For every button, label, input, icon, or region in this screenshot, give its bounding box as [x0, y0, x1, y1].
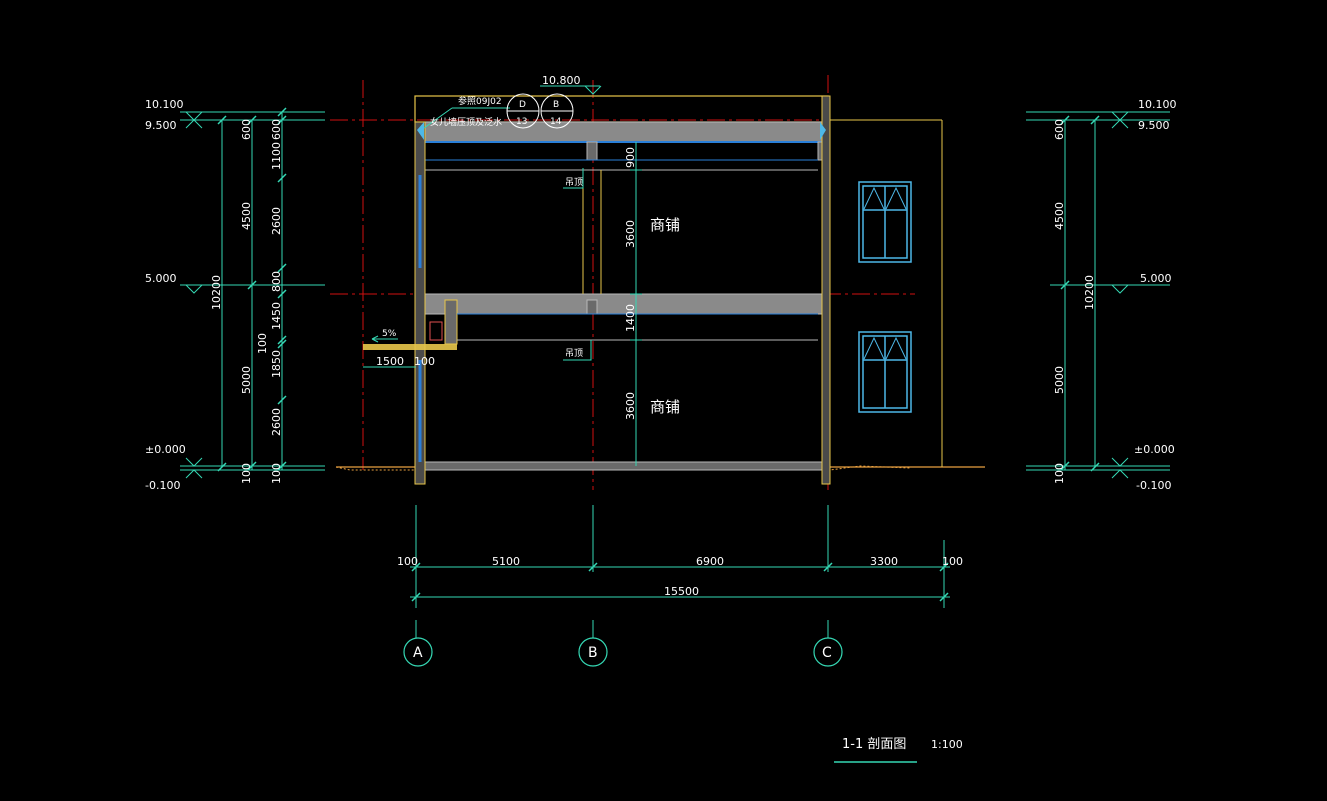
axis-bubbles [403, 637, 843, 667]
left-col2-800: 800 [270, 271, 283, 292]
canopy-annotation [363, 335, 416, 368]
axis-label-c: C [822, 645, 832, 661]
left-elev-minus-0100: -0.100 [145, 479, 180, 492]
left-col2-600: 600 [270, 119, 283, 140]
right-col1-100: 100 [1053, 463, 1066, 484]
left-col1-100: 100 [240, 463, 253, 484]
parapet-note [423, 93, 574, 129]
interior-dim-1400: 1400 [624, 304, 637, 332]
right-elev-10100: 10.100 [1138, 98, 1177, 111]
left-col2-100: 100 [270, 463, 283, 484]
axis-label-a: A [413, 645, 423, 661]
right-elevation-markers [1111, 111, 1129, 479]
canopy-offset: 100 [414, 355, 435, 368]
drawing-title: 1-1 剖面图 [842, 737, 906, 752]
left-col1-5000: 5000 [240, 366, 253, 394]
left-col2-1100: 1100 [270, 142, 283, 170]
left-dimension-lines [180, 107, 325, 472]
bottom-dim-3300: 3300 [870, 555, 898, 568]
right-col1-5000: 5000 [1053, 366, 1066, 394]
detail-a-top: D [519, 100, 526, 110]
left-elevation-markers [185, 111, 203, 479]
interior-dim-lines [563, 142, 642, 466]
right-col1-4500: 4500 [1053, 202, 1066, 230]
building-section [363, 95, 943, 485]
detail-a-bottom: 13 [516, 117, 527, 127]
ceiling-label-upper: 吊顶 [565, 177, 583, 188]
room-label-lower: 商铺 [650, 398, 680, 416]
top-elevation: 10.800 [542, 74, 581, 87]
right-col1-600: 600 [1053, 119, 1066, 140]
left-col2-2600-lower: 2600 [270, 408, 283, 436]
left-col2-2600-upper: 2600 [270, 207, 283, 235]
right-elev-5000: 5.000 [1140, 272, 1172, 285]
bottom-dim-100-right: 100 [942, 555, 963, 568]
top-elevation-marker [540, 85, 602, 95]
right-elev-9500: 9.500 [1138, 119, 1170, 132]
parapet-ref: 参照09J02 [458, 95, 502, 107]
interior-dim-3600-upper: 3600 [624, 220, 637, 248]
window-upper [858, 181, 912, 263]
bottom-dim-total: 15500 [664, 585, 699, 598]
drawing-scale: 1:100 [931, 738, 963, 751]
bottom-dimension-lines [410, 505, 950, 638]
left-col2-1850: 1850 [270, 350, 283, 378]
left-col1-600: 600 [240, 119, 253, 140]
left-elev-10100: 10.100 [145, 98, 184, 111]
left-elev-5000: 5.000 [145, 272, 177, 285]
right-total-dim: 10200 [1083, 275, 1096, 310]
left-col2-100-mid: 100 [256, 333, 269, 354]
left-col2-1450: 1450 [270, 302, 283, 330]
left-col1-4500: 4500 [240, 202, 253, 230]
right-dimension-lines [1026, 111, 1170, 472]
bottom-dim-6900: 6900 [696, 555, 724, 568]
window-lower [858, 331, 912, 413]
room-label-upper: 商铺 [650, 216, 680, 234]
right-elev-minus-0100: -0.100 [1136, 479, 1171, 492]
bottom-dim-5100: 5100 [492, 555, 520, 568]
axis-label-b: B [588, 645, 598, 661]
left-total-dim: 10200 [210, 275, 223, 310]
ceiling-label-lower: 吊顶 [565, 348, 583, 359]
detail-b-bottom: 14 [550, 117, 562, 127]
canopy-width: 1500 [376, 355, 404, 368]
interior-dim-3600-lower: 3600 [624, 392, 637, 420]
canopy-slope: 5% [382, 329, 397, 339]
left-elev-9500: 9.500 [145, 119, 177, 132]
interior-dim-900: 900 [624, 147, 637, 168]
left-elev-0000: ±0.000 [145, 443, 186, 456]
detail-b-top: B [553, 100, 559, 110]
right-elev-0000: ±0.000 [1134, 443, 1175, 456]
parapet-text: 女儿墙压顶及泛水 [430, 116, 502, 128]
bottom-dim-100-left: 100 [397, 555, 418, 568]
